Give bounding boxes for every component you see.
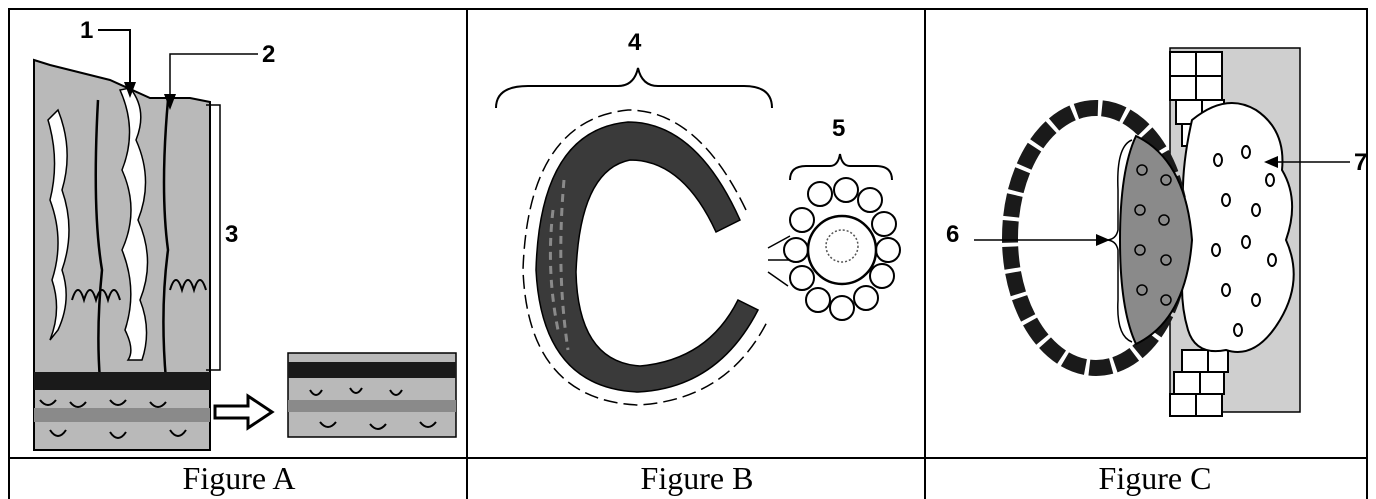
- figure-c-panel: 6 7: [926, 10, 1376, 457]
- label-5: 5: [832, 115, 845, 142]
- label-1: 1: [80, 17, 93, 44]
- arrow-2-line: [170, 54, 258, 102]
- oocyte: [808, 216, 876, 284]
- figure-c-implantation-diagram: 6 7: [926, 10, 1376, 457]
- figure-a-panel: 1 2 3: [10, 10, 468, 457]
- decidua-c-shape: [536, 122, 758, 392]
- label-3: 3: [225, 221, 238, 248]
- figure-b-panel: 4 5: [468, 10, 926, 457]
- basal-mid-band: [34, 408, 210, 422]
- label-7: 7: [1354, 149, 1367, 176]
- bracket-5: [790, 154, 892, 180]
- label-2: 2: [262, 41, 275, 68]
- caption-figure-a: Figure A: [10, 459, 468, 497]
- bracket-4: [496, 68, 772, 108]
- caption-figure-c: Figure C: [926, 459, 1376, 497]
- figure-a-endometrium-diagram: 1 2 3: [10, 10, 468, 457]
- label-6: 6: [946, 221, 959, 248]
- figure-b-blastocyst-diagram: 4 5: [468, 10, 926, 457]
- label-4: 4: [628, 29, 642, 56]
- thin-dark-band: [288, 362, 456, 378]
- thin-mid-band: [288, 400, 456, 412]
- basal-dark-band: [34, 372, 210, 390]
- transition-arrow: [215, 396, 272, 428]
- syncytiotrophoblast: [1182, 103, 1294, 352]
- caption-figure-b: Figure B: [468, 459, 926, 497]
